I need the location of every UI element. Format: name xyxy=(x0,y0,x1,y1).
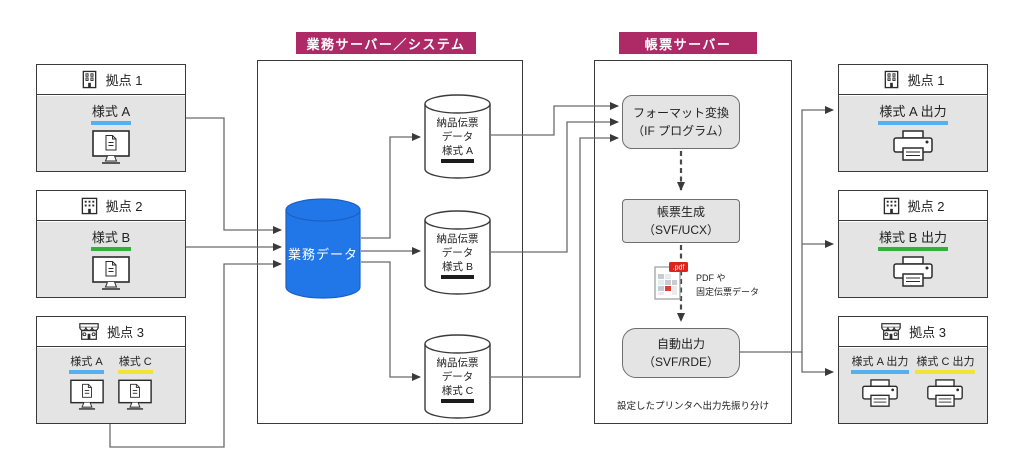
format-label: 様式 B xyxy=(90,227,132,251)
format-label: 様式 C xyxy=(117,353,153,374)
monitor-document-icon xyxy=(92,129,130,166)
right-site-3: 拠点 3 様式 A 出力 様式 C 出力 xyxy=(838,316,988,424)
left-site-3: 拠点 3 様式 A 様式 C xyxy=(36,316,186,424)
slip-line2: データ xyxy=(441,130,474,143)
printer-icon xyxy=(892,129,934,162)
pdf-note-line1: PDF や xyxy=(696,273,726,283)
right-site-3-header: 拠点 3 xyxy=(839,317,987,347)
database-cylinder xyxy=(285,198,361,299)
slip-data-cylinder-b: 納品伝票 データ 様式 B xyxy=(424,210,491,296)
pdf-file-icon: .pdf xyxy=(652,260,690,302)
auto-output-line2: （SVF/RDE） xyxy=(642,355,719,369)
report-server-badge: 帳票サーバー xyxy=(619,32,757,54)
right-site-1-body: 様式 A 出力 xyxy=(839,95,987,171)
left-site-3-body: 様式 A 様式 C xyxy=(37,347,185,423)
format-label: 様式 A xyxy=(90,101,132,125)
shop-icon xyxy=(78,322,100,341)
site-title: 拠点 1 xyxy=(105,73,143,88)
right-site-2-header: 拠点 2 xyxy=(839,191,987,221)
left-site-2-body: 様式 B xyxy=(37,221,185,297)
site-title: 拠点 3 xyxy=(107,325,144,340)
building-grid-icon xyxy=(80,196,99,215)
slip-data-cylinder-a: 納品伝票 データ 様式 A xyxy=(424,94,491,180)
site-title: 拠点 1 xyxy=(907,73,945,88)
business-data-database: 業務データ xyxy=(285,198,361,300)
slip-line1: 納品伝票 xyxy=(436,117,479,129)
printer-routing-note: 設定したプリンタへ出力先振り分け xyxy=(616,401,769,412)
format-convert-line1: フォーマット変換 xyxy=(632,106,729,120)
business-data-label: 業務データ xyxy=(287,247,358,262)
right-site-1: 拠点 1 様式 A 出力 xyxy=(838,64,988,172)
pdf-label: .pdf xyxy=(673,265,685,272)
pdf-note: PDF や 固定伝票データ xyxy=(696,272,759,299)
site-title: 拠点 2 xyxy=(105,199,143,214)
right-site-2: 拠点 2 様式 B 出力 xyxy=(838,190,988,298)
format-label: 様式 B 出力 xyxy=(878,227,948,251)
monitor-document-icon xyxy=(92,255,130,292)
left-site-1-header: 拠点 1 xyxy=(37,65,185,95)
left-site-2: 拠点 2 様式 B xyxy=(36,190,186,298)
right-site-3-body: 様式 A 出力 様式 C 出力 xyxy=(839,347,987,423)
printer-icon xyxy=(926,378,964,408)
report-generate-line1: 帳票生成 xyxy=(656,205,705,219)
printer-icon xyxy=(861,378,899,408)
left-site-1: 拠点 1 様式 A xyxy=(36,64,186,172)
slip-data-cylinder-c: 納品伝票 データ 様式 C xyxy=(424,334,491,420)
site-title: 拠点 2 xyxy=(907,199,945,214)
monitor-document-icon xyxy=(69,379,104,412)
slip-line2: データ xyxy=(441,370,474,383)
shop-icon xyxy=(880,322,902,341)
right-site-2-body: 様式 B 出力 xyxy=(839,221,987,297)
site-title: 拠点 3 xyxy=(909,325,946,340)
office-building-icon xyxy=(80,70,99,89)
auto-output-line1: 自動出力 xyxy=(656,337,705,351)
connector-output-to-site3 xyxy=(801,352,834,376)
format-label: 様式 A 出力 xyxy=(850,353,910,374)
report-generate-box: 帳票生成 （SVF/UCX） xyxy=(622,199,740,243)
slip-format: 様式 B xyxy=(441,261,474,279)
format-label: 様式 A 出力 xyxy=(878,101,948,125)
monitor-document-icon xyxy=(118,379,153,412)
building-grid-icon xyxy=(882,196,901,215)
slip-line2: データ xyxy=(441,246,474,259)
slip-format: 様式 A xyxy=(441,145,474,163)
pdf-note-line2: 固定伝票データ xyxy=(696,286,760,297)
auto-output-box: 自動出力 （SVF/RDE） xyxy=(622,328,740,378)
slip-format: 様式 C xyxy=(440,385,475,403)
format-convert-line2: （IF プログラム） xyxy=(632,124,730,138)
business-server-badge: 業務サーバー／システム xyxy=(296,32,476,54)
format-convert-box: フォーマット変換 （IF プログラム） xyxy=(622,95,740,149)
office-building-icon xyxy=(882,70,901,89)
left-site-3-header: 拠点 3 xyxy=(37,317,185,347)
right-site-1-header: 拠点 1 xyxy=(839,65,987,95)
slip-line1: 納品伝票 xyxy=(436,357,479,369)
slip-line1: 納品伝票 xyxy=(436,233,479,245)
left-site-2-header: 拠点 2 xyxy=(37,191,185,221)
format-label: 様式 C 出力 xyxy=(915,353,976,374)
printer-icon xyxy=(892,255,934,288)
left-site-1-body: 様式 A xyxy=(37,95,185,171)
format-label: 様式 A xyxy=(69,353,104,374)
report-generate-line2: （SVF/UCX） xyxy=(642,223,719,237)
